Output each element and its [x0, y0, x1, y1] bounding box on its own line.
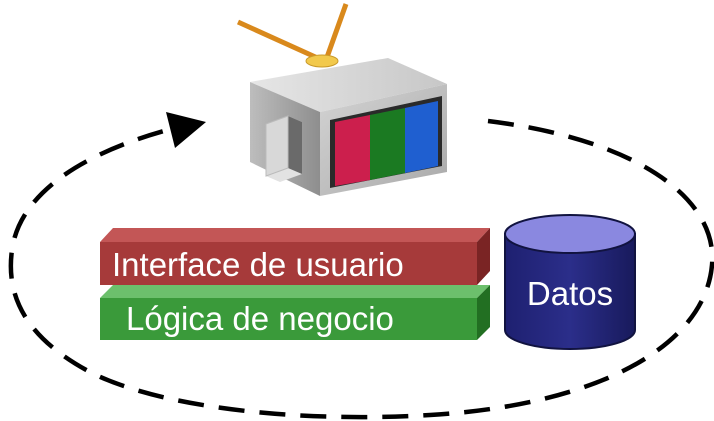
ui-layer: Interface de usuario — [100, 228, 490, 285]
screen-red-bar — [335, 115, 370, 186]
logic-layer: Lógica de negocio — [100, 285, 490, 340]
television-icon — [236, 3, 447, 196]
screen-green-bar — [370, 108, 405, 180]
arrowhead-icon — [166, 112, 206, 148]
database-label: Datos — [527, 275, 613, 312]
dashed-cycle-arrow — [8, 112, 714, 420]
database-cylinder-icon: Datos — [504, 214, 636, 350]
screen-blue-bar — [405, 101, 438, 173]
logic-layer-label: Lógica de negocio — [126, 300, 394, 337]
ui-layer-label: Interface de usuario — [112, 246, 404, 283]
